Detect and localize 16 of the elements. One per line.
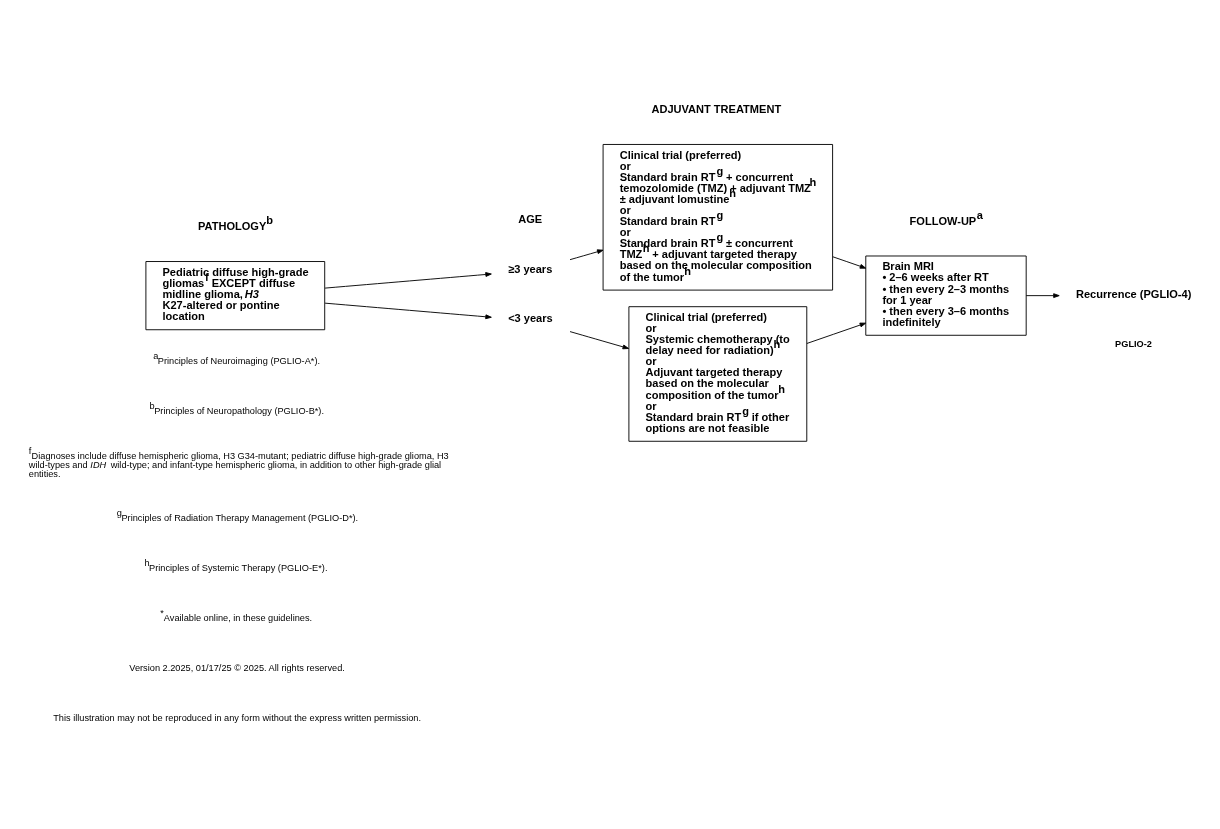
arrow [324,302,492,319]
label: ADJUVANT TREATMENT [651,102,782,115]
label: This illustration may not be reproduced in any form without the express written permission. [53,712,422,723]
label: Version 2.2025, 01/17/25 © 2025. All rights reserved. [129,662,345,673]
node-text: <3 years [508,311,553,324]
node-text: ≥3 years [508,262,553,275]
label: AGE [518,212,543,225]
node-box: Brain MRI • 2–6 weeks after RT • then every 2–3 months for 1 year • then every 3–6 months indefinitely [865,255,1027,336]
arrow [569,248,604,260]
node-text: Recurrence (PGLIO-4) [1075,287,1192,300]
arrow [806,322,867,344]
arrow [324,271,492,289]
label: PGLIO-2 [1115,338,1152,349]
arrow [569,330,629,349]
arrow [1025,292,1060,298]
arrow [832,255,867,269]
